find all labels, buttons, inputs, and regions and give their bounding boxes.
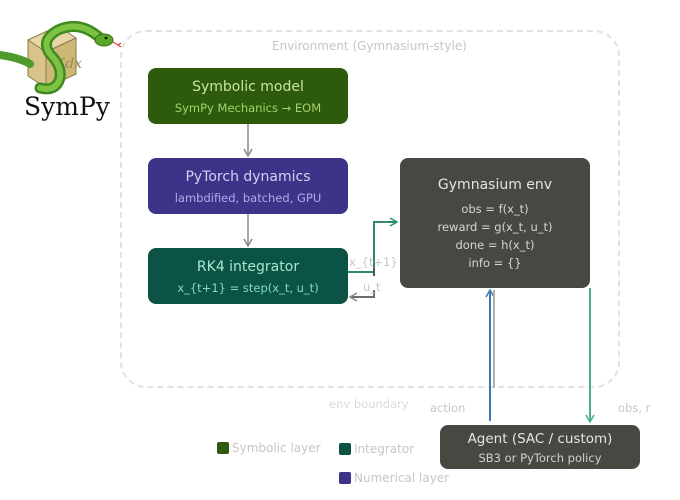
agent-node: Agent (SAC / custom) SB3 or PyTorch poli… [440, 425, 640, 469]
gym-info-line: info = {} [468, 256, 522, 270]
environment-title: Environment (Gymnasium-style) [272, 39, 467, 53]
gym-obs-line: obs = f(x_t) [461, 202, 529, 216]
environment-boundary [120, 30, 620, 388]
edge-label-x-next: x_{t+1} [349, 255, 398, 269]
legend-label-symbolic: Symbolic layer [232, 441, 321, 455]
pytorch-dynamics-subtitle: lambdified, batched, GPU [174, 191, 322, 205]
sympy-logo: ∫dx SymPy [0, 0, 130, 130]
pytorch-dynamics-title: PyTorch dynamics [185, 169, 311, 185]
legend-swatch-numerical [339, 472, 351, 484]
edge-label-action: action [430, 401, 466, 415]
arrow-rk4-to-gym [348, 217, 399, 273]
edge-label-u-t: u_t [363, 280, 381, 294]
legend-label-integrator: Integrator [354, 442, 415, 456]
symbolic-model-subtitle: SymPy Mechanics → EOM [174, 101, 322, 115]
legend-swatch-integrator [339, 443, 351, 455]
gym-done-line: done = h(x_t) [455, 238, 535, 252]
edge-label-obs-r: obs, r [618, 401, 651, 415]
agent-title: Agent (SAC / custom) [467, 431, 613, 447]
legend-item-integrator: Integrator [339, 442, 414, 456]
legend-item-numerical: Numerical layer [339, 471, 449, 485]
symbolic-model-node: Symbolic model SymPy Mechanics → EOM [148, 68, 348, 124]
rk4-integrator-title: RK4 integrator [196, 259, 300, 275]
arrow-gym-to-rk4 [348, 290, 375, 302]
legend-swatch-symbolic [217, 442, 229, 454]
legend-label-numerical: Numerical layer [354, 471, 450, 485]
gymnasium-env-node: Gymnasium env obs = f(x_t) reward = g(x_… [400, 158, 590, 288]
pytorch-dynamics-node: PyTorch dynamics lambdified, batched, GP… [148, 158, 348, 214]
rk4-integrator-node: RK4 integrator x_{t+1} = step(x_t, u_t) [148, 248, 348, 304]
rk4-integrator-subtitle: x_{t+1} = step(x_t, u_t) [177, 281, 319, 295]
env-boundary-label: env boundary [329, 397, 409, 411]
sympy-logo-icon: ∫dx [0, 20, 122, 95]
legend-item-symbolic: Symbolic layer [217, 441, 321, 455]
sympy-logo-text: SymPy [24, 92, 110, 121]
agent-subtitle: SB3 or PyTorch policy [478, 451, 602, 465]
gym-reward-line: reward = g(x_t, u_t) [437, 220, 553, 234]
gymnasium-env-title: Gymnasium env [437, 177, 553, 193]
symbolic-model-title: Symbolic model [192, 79, 304, 95]
